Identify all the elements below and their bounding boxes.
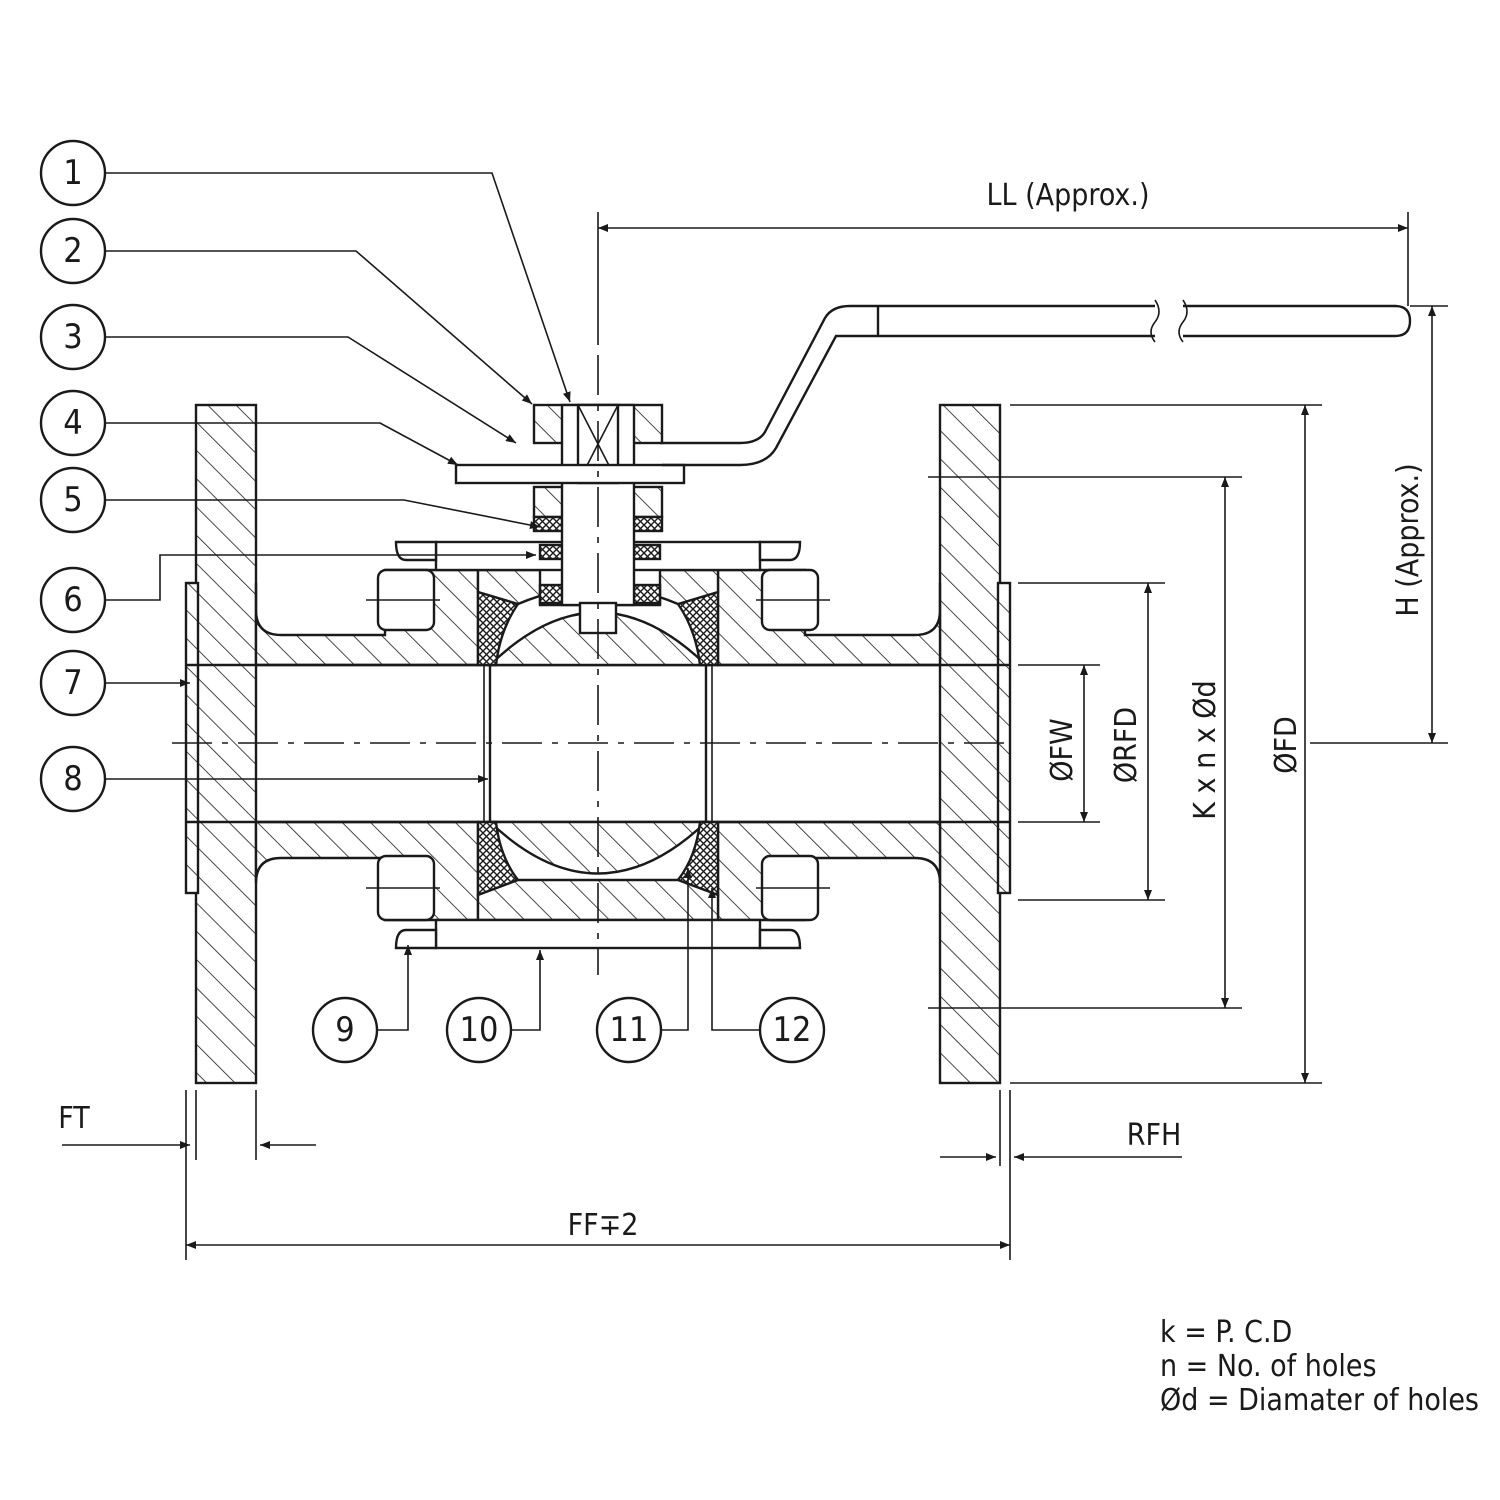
dim-pcd-label: K x n x Ød [1188, 680, 1223, 819]
balloon-9: 9 [311, 996, 379, 1064]
balloon-11: 11 [595, 996, 663, 1064]
right-flange [938, 403, 1012, 1085]
lower-body-wall [254, 820, 480, 922]
balloon-5: 5 [39, 466, 107, 534]
left-flange [184, 403, 258, 1085]
svg-text:11: 11 [610, 1010, 649, 1050]
svg-text:5: 5 [63, 480, 82, 520]
balloon-4: 4 [39, 389, 107, 457]
svg-text:1: 1 [63, 153, 82, 193]
dim-ll-label: LL (Approx.) [987, 178, 1150, 213]
dimension-lines [62, 224, 1436, 1249]
note-n: n = No. of holes [1160, 1349, 1377, 1384]
leader-lines [106, 172, 760, 1031]
extension-lines [185, 212, 1448, 1260]
dim-rfh-label: RFH [1127, 1118, 1182, 1153]
svg-text:2: 2 [63, 231, 82, 271]
balloon-12: 12 [758, 996, 826, 1064]
svg-text:8: 8 [63, 759, 82, 799]
balloon-10: 10 [445, 996, 513, 1064]
dim-rfd-label: ØRFD [1109, 707, 1144, 783]
dim-fd-label: ØFD [1269, 716, 1304, 774]
balloon-8: 8 [39, 745, 107, 813]
dim-fw-label: ØFW [1045, 718, 1080, 781]
balloon-7: 7 [39, 649, 107, 717]
balloon-1: 1 [39, 139, 107, 207]
note-d: Ød = Diamater of holes [1160, 1383, 1479, 1418]
seat-upper-right [676, 590, 720, 667]
upper-body-wall-right [716, 568, 942, 667]
legend-notes: k = P. C.D n = No. of holes Ød = Diamate… [1160, 1315, 1479, 1418]
svg-text:9: 9 [335, 1010, 354, 1050]
svg-text:7: 7 [63, 663, 82, 703]
dim-ff-label: FF∓2 [568, 1208, 639, 1243]
seat-upper-left [476, 590, 520, 667]
dim-ft-label: FT [58, 1101, 90, 1136]
svg-text:6: 6 [63, 580, 82, 620]
upper-body-wall [254, 568, 480, 667]
balloon-2: 2 [39, 217, 107, 285]
bolts [366, 540, 830, 950]
svg-text:3: 3 [63, 317, 82, 357]
svg-text:4: 4 [63, 403, 82, 443]
balloon-6: 6 [39, 566, 107, 634]
svg-text:10: 10 [460, 1010, 499, 1050]
svg-text:12: 12 [773, 1010, 812, 1050]
dim-h-label: H (Approx.) [1391, 463, 1426, 616]
note-k: k = P. C.D [1160, 1315, 1292, 1350]
balloon-3: 3 [39, 303, 107, 371]
lever-handle [454, 299, 1412, 485]
lower-body-wall-right [716, 820, 942, 922]
